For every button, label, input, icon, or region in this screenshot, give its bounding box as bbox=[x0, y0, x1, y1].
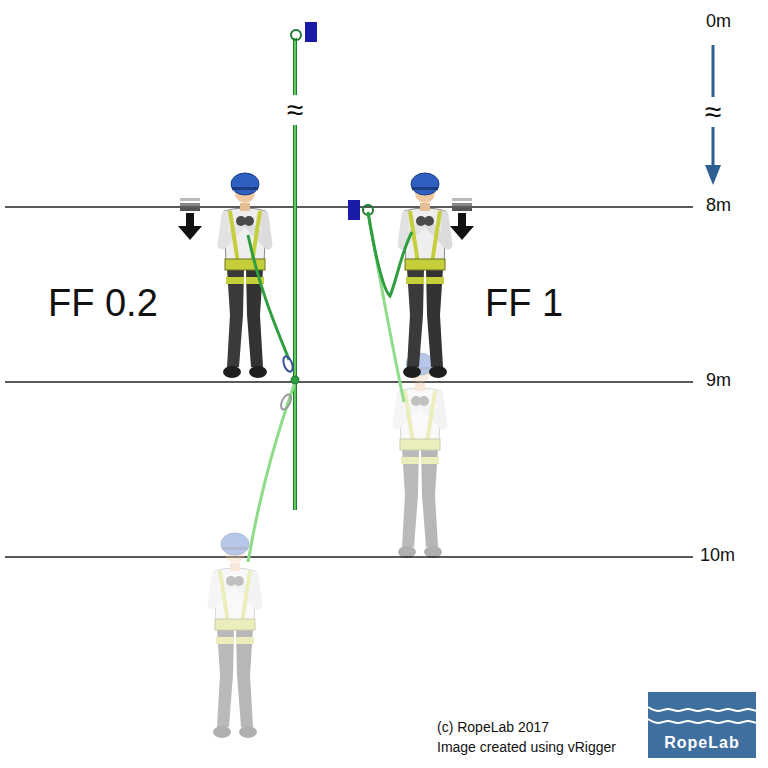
break-symbol: ≈ bbox=[285, 95, 305, 125]
height-mark: 8m bbox=[706, 196, 731, 216]
copyright-note: (c) RopeLab 2017 bbox=[437, 720, 549, 735]
height-mark: 10m bbox=[700, 546, 735, 566]
logo-box: RopeLab bbox=[648, 692, 756, 758]
fall-factor-label: FF 0.2 bbox=[48, 283, 158, 325]
wave-line bbox=[648, 719, 756, 723]
fall-factor-label: FF 1 bbox=[485, 283, 563, 325]
break-symbol: ≈ bbox=[703, 97, 723, 127]
height-mark: 9m bbox=[706, 371, 731, 391]
height-mark: 0m bbox=[706, 12, 731, 32]
credit-note: Image created using vRigger bbox=[437, 740, 616, 755]
logo-text: RopeLab bbox=[648, 734, 756, 752]
wave-line bbox=[648, 707, 756, 711]
